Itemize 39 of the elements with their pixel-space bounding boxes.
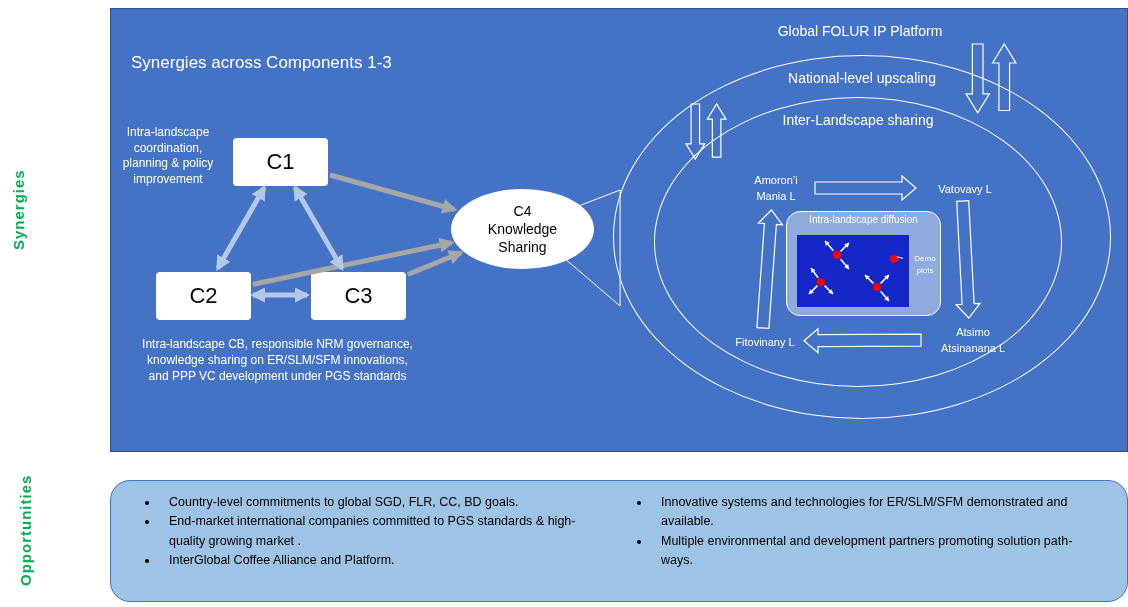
diffusion-panel — [786, 211, 941, 316]
connector-line — [565, 189, 621, 307]
block-arrow — [814, 174, 917, 202]
panel-heading: Intra-landscape diffusion — [808, 214, 919, 225]
arrow — [292, 185, 345, 271]
float-heading: Global FOLUR IP Platform — [776, 22, 944, 41]
block-arrow — [803, 327, 922, 354]
panel-heading: Synergies across Components 1-3 — [131, 53, 392, 73]
block-arrow — [756, 209, 784, 330]
opportunities-panel — [110, 480, 1128, 602]
arrow — [252, 237, 455, 287]
leader-line — [896, 256, 904, 259]
landscape-label: Atsimo Atsinanana L — [928, 325, 1018, 361]
landscape-label: Fitovinany L — [727, 335, 803, 353]
side-heading: Synergies — [8, 168, 28, 253]
block-arrow — [954, 200, 982, 319]
bullet-text: Innovative systems and technologies for ER/SLM/SFM demonstrated and available. — [661, 495, 1068, 529]
region-heading: Inter-Landscape sharing — [781, 112, 935, 128]
callout-text: Demo plots — [910, 253, 940, 281]
panel — [110, 8, 1128, 452]
component-box: C2 — [156, 272, 251, 320]
arrow — [215, 185, 267, 271]
component-box: C3 — [311, 272, 406, 320]
landscape-label: Amoron’i Mania L — [738, 173, 814, 209]
arrow — [329, 172, 458, 214]
knowledge-ellipse: C4 Knowledge Sharing — [451, 189, 594, 269]
demo-plot-dot — [890, 255, 898, 263]
bullet-text: InterGlobal Coffee Alliance and Platform. — [169, 553, 395, 568]
description-text: Intra-landscape CB, responsible NRM governance, knowledge sharing on ER/SLM/SFM innovations, and PPP VC development under PGS standards — [141, 336, 414, 386]
arrow — [406, 250, 464, 277]
bullet-text: Country-level commitments to global SGD, FLR, CC, BD goals. — [169, 495, 519, 509]
bullet-text: Multiple environmental and development partners promoting solution path-ways. — [661, 533, 1073, 568]
side-heading: Opportunities — [15, 473, 35, 588]
component-box: C1 — [233, 138, 328, 186]
arrow — [250, 287, 310, 303]
landscape-label: Vatovavy L — [923, 182, 1007, 200]
bullet-text: End-market international companies committed to PGS standards & high-quality growing market . — [169, 514, 576, 548]
node-caption: Intra-landscape coordination, planning & policy improvement — [121, 125, 215, 188]
region-heading: National-level upscaling — [787, 70, 937, 86]
